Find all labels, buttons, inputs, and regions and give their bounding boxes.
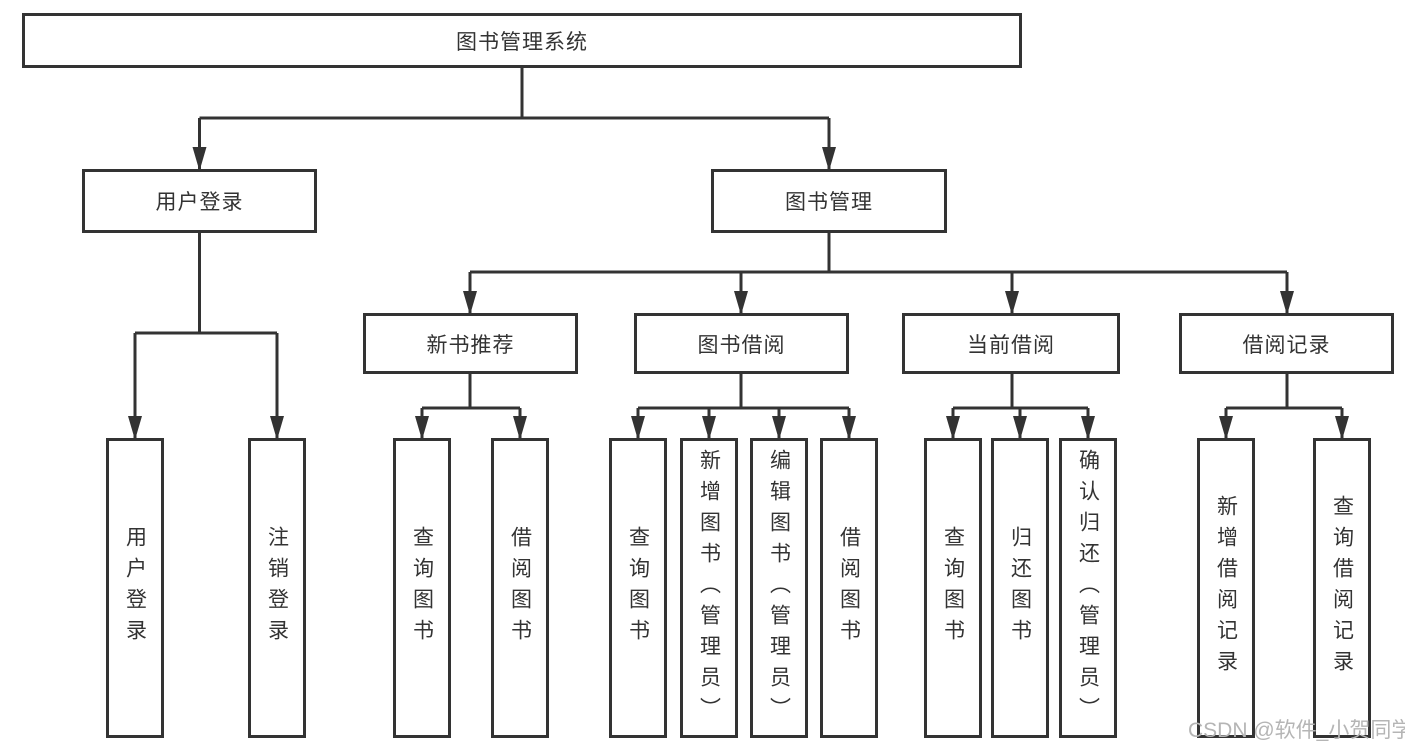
node-user-login-label: 用户登录 (155, 191, 244, 214)
node-root: 图书管理系统 (22, 13, 1022, 68)
node-book-management: 图书管理 (711, 169, 947, 233)
node-user-login: 用户登录 (82, 169, 317, 233)
leaf-add-borrow-record: 新增借阅记录 (1197, 438, 1255, 738)
watermark: CSDN @软件_小贺同学 (1188, 719, 1405, 742)
node-book-borrow-label: 图书借阅 (697, 333, 786, 357)
node-borrow-records-label: 借阅记录 (1242, 333, 1331, 357)
node-new-book-recommend: 新书推荐 (363, 313, 578, 374)
node-book-borrow: 图书借阅 (634, 313, 849, 374)
leaf-edit-book-admin-label: 编辑图书（管理员） (767, 448, 791, 728)
leaf-query-books-recommend: 查询图书 (393, 438, 451, 738)
leaf-borrow-books-recommend: 借阅图书 (491, 438, 549, 738)
leaf-query-borrow-record-label: 查询借阅记录 (1330, 495, 1354, 681)
node-current-borrow: 当前借阅 (902, 313, 1120, 374)
node-new-book-recommend-label: 新书推荐 (426, 333, 515, 357)
node-current-borrow-label: 当前借阅 (967, 333, 1055, 357)
leaf-logout-label: 注销登录 (265, 526, 289, 650)
node-root-label: 图书管理系统 (456, 30, 588, 54)
leaf-logout: 注销登录 (248, 438, 306, 738)
leaf-query-books-borrow-label: 查询图书 (626, 526, 650, 650)
leaf-add-book-admin-label: 新增图书（管理员） (697, 448, 721, 728)
leaf-add-borrow-record-label: 新增借阅记录 (1214, 495, 1238, 681)
leaf-query-books-current: 查询图书 (924, 438, 982, 738)
leaf-user-login: 用户登录 (106, 438, 164, 738)
leaf-add-book-admin: 新增图书（管理员） (680, 438, 738, 738)
leaf-return-books-label: 归还图书 (1008, 526, 1032, 650)
leaf-borrow-books: 借阅图书 (820, 438, 878, 738)
leaf-return-books: 归还图书 (991, 438, 1049, 738)
leaf-query-books-recommend-label: 查询图书 (410, 526, 434, 650)
leaf-query-borrow-record: 查询借阅记录 (1313, 438, 1371, 738)
node-book-management-label: 图书管理 (785, 191, 873, 214)
node-borrow-records: 借阅记录 (1179, 313, 1394, 374)
leaf-query-books-current-label: 查询图书 (941, 526, 965, 650)
leaf-confirm-return-admin-label: 确认归还（管理员） (1076, 448, 1100, 728)
leaf-borrow-books-label: 借阅图书 (837, 526, 861, 650)
leaf-user-login-label: 用户登录 (123, 526, 147, 650)
leaf-borrow-books-recommend-label: 借阅图书 (508, 526, 532, 650)
leaf-edit-book-admin: 编辑图书（管理员） (750, 438, 808, 738)
leaf-confirm-return-admin: 确认归还（管理员） (1059, 438, 1117, 738)
leaf-query-books-borrow: 查询图书 (609, 438, 667, 738)
